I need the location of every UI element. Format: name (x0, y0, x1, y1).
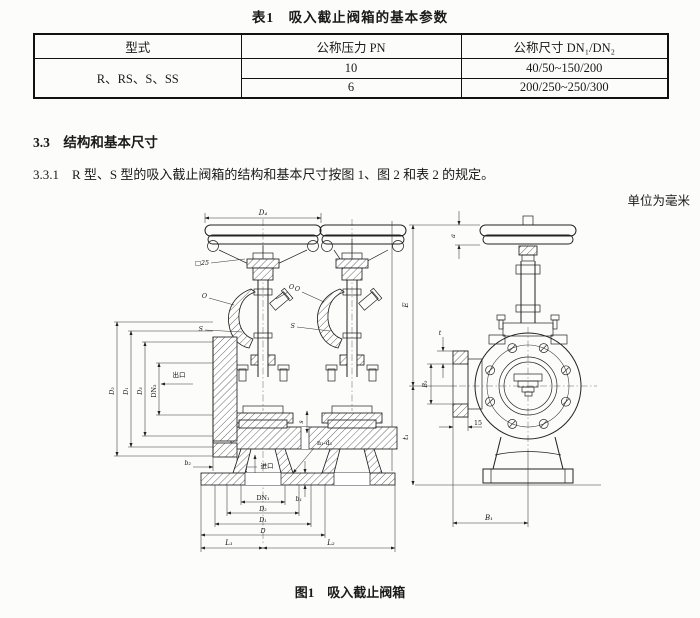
outlet-dimensions: D₂ D₁ D₃ DN₂ (109, 321, 213, 457)
unit-note: 单位为毫米 (627, 194, 690, 208)
dim-label-l1: L₁ (224, 539, 233, 547)
cell-type: R、RS、S、SS (33, 57, 242, 99)
label-o: O (289, 284, 295, 291)
col-header-type: 型式 (33, 33, 242, 59)
front-view: D₄ (109, 209, 407, 552)
dim-label-b1-base: B₁ (484, 514, 493, 522)
dim-label-a: a (450, 234, 457, 238)
dim-label-b1: b₁ (295, 496, 302, 503)
dim-label-15: 15 (474, 420, 482, 427)
flange-bolts (485, 343, 571, 429)
dim-label-d1-in: D₁ (258, 517, 267, 524)
label-outlet: 出口 (173, 370, 186, 379)
dim-label-d: D (259, 528, 265, 535)
table-row: 6 200/250~250/300 (34, 77, 669, 99)
cell-pn-1: 10 (240, 57, 462, 79)
section-heading: 3.3 结构和基本尺寸 (33, 135, 158, 150)
dim-label-s: s (298, 420, 305, 424)
cell-dn-2: 200/250~250/300 (460, 77, 669, 99)
dim-label-t1: t₁ (402, 434, 410, 440)
label-s: S (199, 326, 204, 333)
clause-text: 3.3.1 R 型、S 型的吸入截止阀箱的结构和基本尺寸按图 1、图 2 和表 … (33, 167, 495, 182)
table-row: R、RS、S、SS 10 40/50~150/200 (33, 57, 669, 99)
side-view: a (402, 211, 601, 527)
figure-1-drawing: D₄ (109, 209, 601, 552)
parameter-table: 型式 公称压力 PN 公称尺寸 DN₁/DN₂ R、RS、S、SS 10 40/… (33, 33, 669, 99)
dim-label-dn2: DN₂ (151, 384, 158, 398)
dim-label-dn1: DN₁ (256, 495, 270, 502)
label-inlet: 进口 (261, 462, 274, 470)
label-o: O (202, 293, 208, 300)
inlet-dimensions: DN₁ D₂ D₁ D (200, 485, 326, 552)
label-o: O (295, 286, 301, 293)
cell-pn-2: 6 (240, 77, 462, 99)
dim-d4: D₄ (204, 209, 322, 223)
col-header-dn: 公称尺寸 DN₁/DN₂ (460, 33, 669, 59)
dim-label-b2: b₂ (184, 460, 191, 467)
dim-label-d3-out: D₃ (137, 387, 144, 396)
dim-label-d2-in: D₂ (258, 506, 267, 513)
dim-label-t: t (439, 330, 442, 337)
cell-dn-1: 40/50~150/200 (460, 57, 669, 79)
table-title: 表1 吸入截止阀箱的基本参数 (251, 10, 449, 25)
dim-label-n1d1: n₁-d₁ (317, 440, 333, 447)
dim-label-d2-out: D₂ (109, 387, 116, 396)
dim-label-d4: D₄ (258, 209, 268, 217)
label-square25: □25 (195, 260, 209, 267)
dim-label-e: E (402, 302, 410, 308)
dim-label-l2: L₂ (326, 539, 335, 547)
label-s: S (291, 323, 296, 330)
figure-caption: 图1 吸入截止阀箱 (294, 585, 406, 600)
col-header-pn: 公称压力 PN (240, 33, 462, 59)
dim-label-d1-out: D₁ (123, 387, 130, 396)
dim-label-b2-side: B₂ (422, 380, 429, 389)
